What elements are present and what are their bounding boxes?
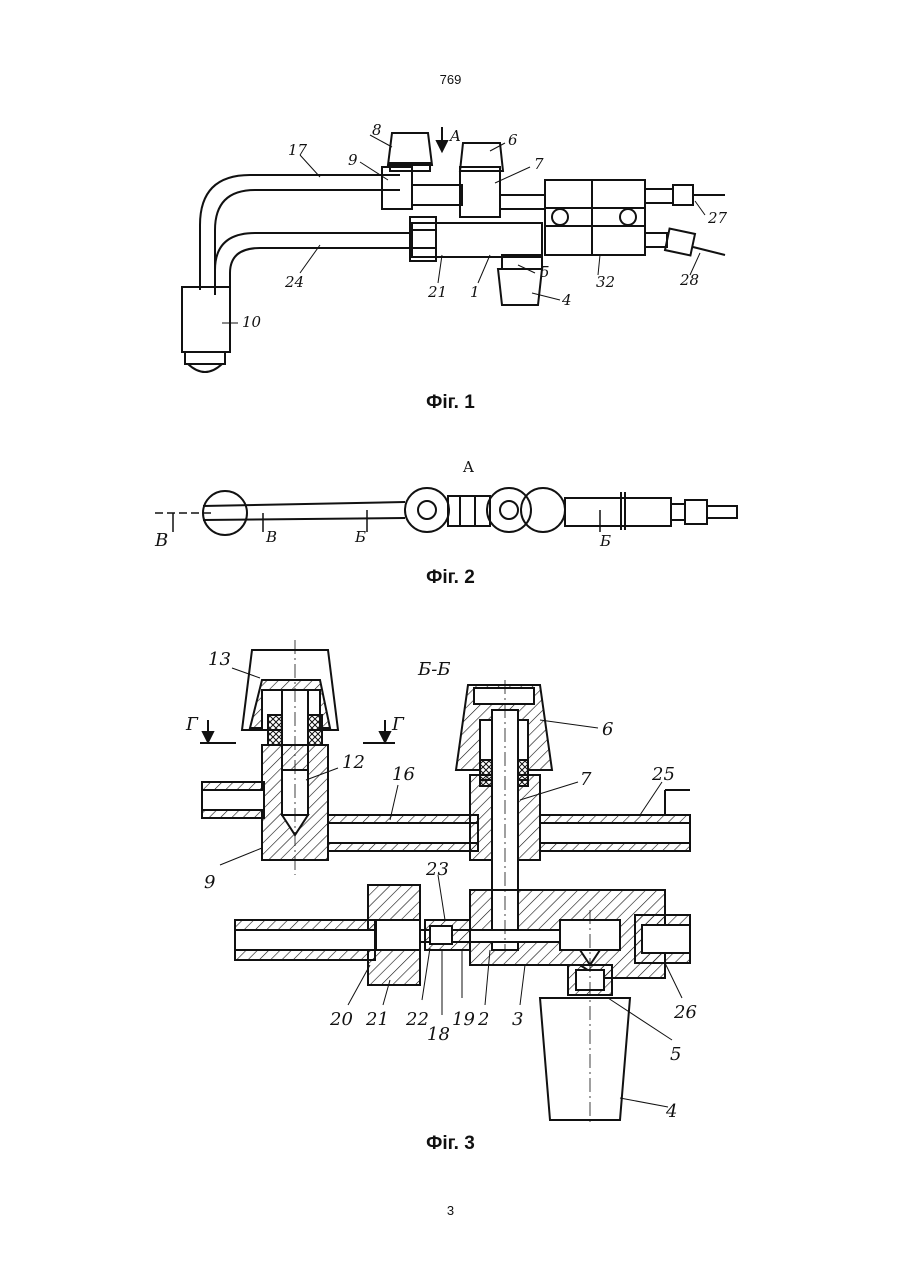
page-number-bottom: 3 — [0, 1203, 901, 1218]
section-marker-left: Г — [185, 714, 199, 735]
label-4: 4 — [561, 291, 572, 309]
label-9: 9 — [204, 872, 215, 893]
label-6: 6 — [602, 719, 613, 740]
label-12: 12 — [342, 752, 365, 773]
label-17: 17 — [288, 141, 308, 159]
section-b-left: B — [154, 530, 168, 551]
figure-1-caption: Фіг. 1 — [0, 392, 901, 414]
label-5: 5 — [670, 1044, 681, 1065]
label-3: 3 — [512, 1009, 523, 1030]
page-number-top: 769 — [0, 72, 901, 87]
figure-1-drawing: A 17 8 9 6 7 24 21 1 5 4 32 27 28 10 — [160, 105, 740, 390]
label-22: 22 — [405, 1009, 429, 1030]
figure-3-drawing: Б-Б — [180, 620, 720, 1130]
label-7: 7 — [534, 155, 544, 173]
section-be-left: Б — [354, 528, 366, 546]
figure-3-caption: Фіг. 3 — [0, 1133, 901, 1155]
section-be-right: Б — [599, 532, 611, 550]
label-16: 16 — [392, 764, 415, 785]
label-6: 6 — [508, 131, 518, 149]
label-25: 25 — [651, 764, 675, 785]
label-26: 26 — [673, 1002, 697, 1023]
label-32: 32 — [596, 273, 615, 291]
label-24: 24 — [284, 273, 304, 291]
label-13: 13 — [208, 649, 231, 670]
view-marker-a: A — [448, 127, 461, 145]
label-19: 19 — [452, 1009, 475, 1030]
figure-2-drawing: A B B Б Б — [145, 440, 755, 565]
label-18: 18 — [427, 1024, 450, 1045]
label-10: 10 — [242, 313, 262, 331]
label-4: 4 — [665, 1101, 677, 1122]
section-marker-right: Г — [391, 714, 405, 735]
label-1: 1 — [470, 283, 480, 301]
label-8: 8 — [372, 121, 382, 139]
section-b-right: B — [265, 528, 277, 546]
label-27: 27 — [707, 209, 728, 227]
label-23: 23 — [425, 859, 449, 880]
label-21: 21 — [427, 283, 447, 301]
label-5: 5 — [540, 263, 550, 281]
label-28: 28 — [679, 271, 699, 289]
view-title-a: A — [462, 458, 474, 476]
label-21: 21 — [365, 1009, 389, 1030]
figure-2-caption: Фіг. 2 — [0, 567, 901, 589]
label-2: 2 — [477, 1009, 489, 1030]
section-title: Б-Б — [417, 659, 451, 680]
label-9: 9 — [348, 151, 358, 169]
label-20: 20 — [329, 1009, 353, 1030]
label-7: 7 — [580, 769, 592, 790]
